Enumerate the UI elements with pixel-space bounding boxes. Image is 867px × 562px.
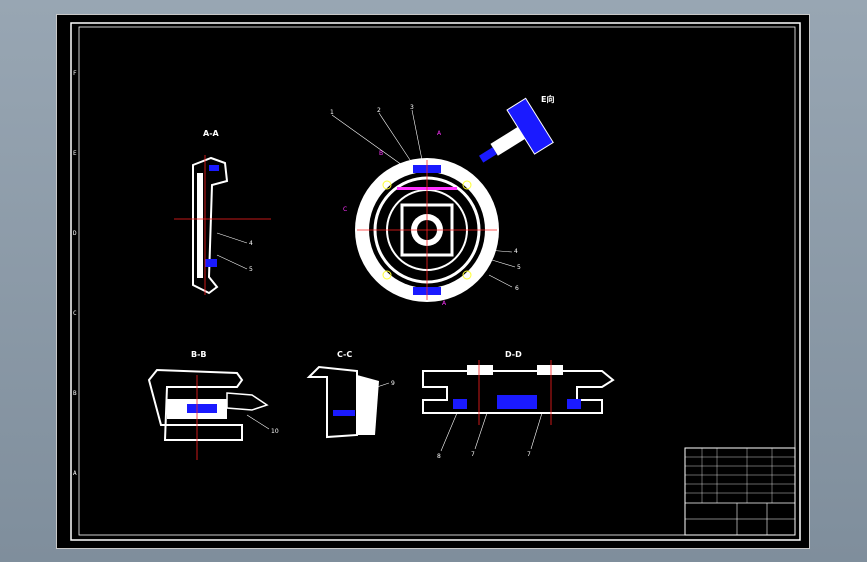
section-mark: C [343,206,347,213]
zone-mark: B [73,390,77,397]
callout: 5 [249,266,253,273]
main-view: 1 2 3 4 5 6 A B C A [330,104,521,307]
callout: 2 [377,107,381,114]
section-mark: A [437,130,442,137]
left-zone-marks: F E D C B A [73,70,77,477]
zone-mark: C [73,310,77,317]
callout: 3 [410,104,414,111]
section-mark: B [379,150,383,157]
callout: 4 [249,240,253,247]
zone-mark: D [73,230,77,237]
cad-viewport[interactable]: F E D C B A 1 2 3 4 5 6 A B [56,14,810,549]
drawing-frame [70,22,801,541]
section-mark: A [442,300,447,307]
detail-view-b: 10 [147,368,279,460]
view-title-side: A-A [203,129,220,138]
cad-drawing: F E D C B A 1 2 3 4 5 6 A B [70,22,801,541]
callout: 7 [527,451,531,458]
callout: 9 [391,380,395,387]
callout: 10 [271,428,279,435]
callout: 4 [514,248,518,255]
detail-view-d: 8 7 7 [422,360,615,460]
view-title-aux: E向 [541,94,554,104]
view-title-detail-c: C-C [337,350,352,359]
title-block [684,447,796,536]
side-view: 4 5 [174,155,271,295]
zone-mark: F [73,70,77,77]
callout: 7 [471,451,475,458]
aux-view [479,97,554,163]
view-title-detail-d: D-D [505,350,522,359]
view-title-detail-b: B-B [191,350,207,359]
inner-frame [78,26,796,536]
zone-mark: E [73,150,77,157]
callout: 8 [437,453,441,460]
detail-view-c: 9 [306,365,395,439]
callout: 5 [517,264,521,271]
callout: 6 [515,285,519,292]
callout: 1 [330,109,334,116]
zone-mark: A [73,470,77,477]
